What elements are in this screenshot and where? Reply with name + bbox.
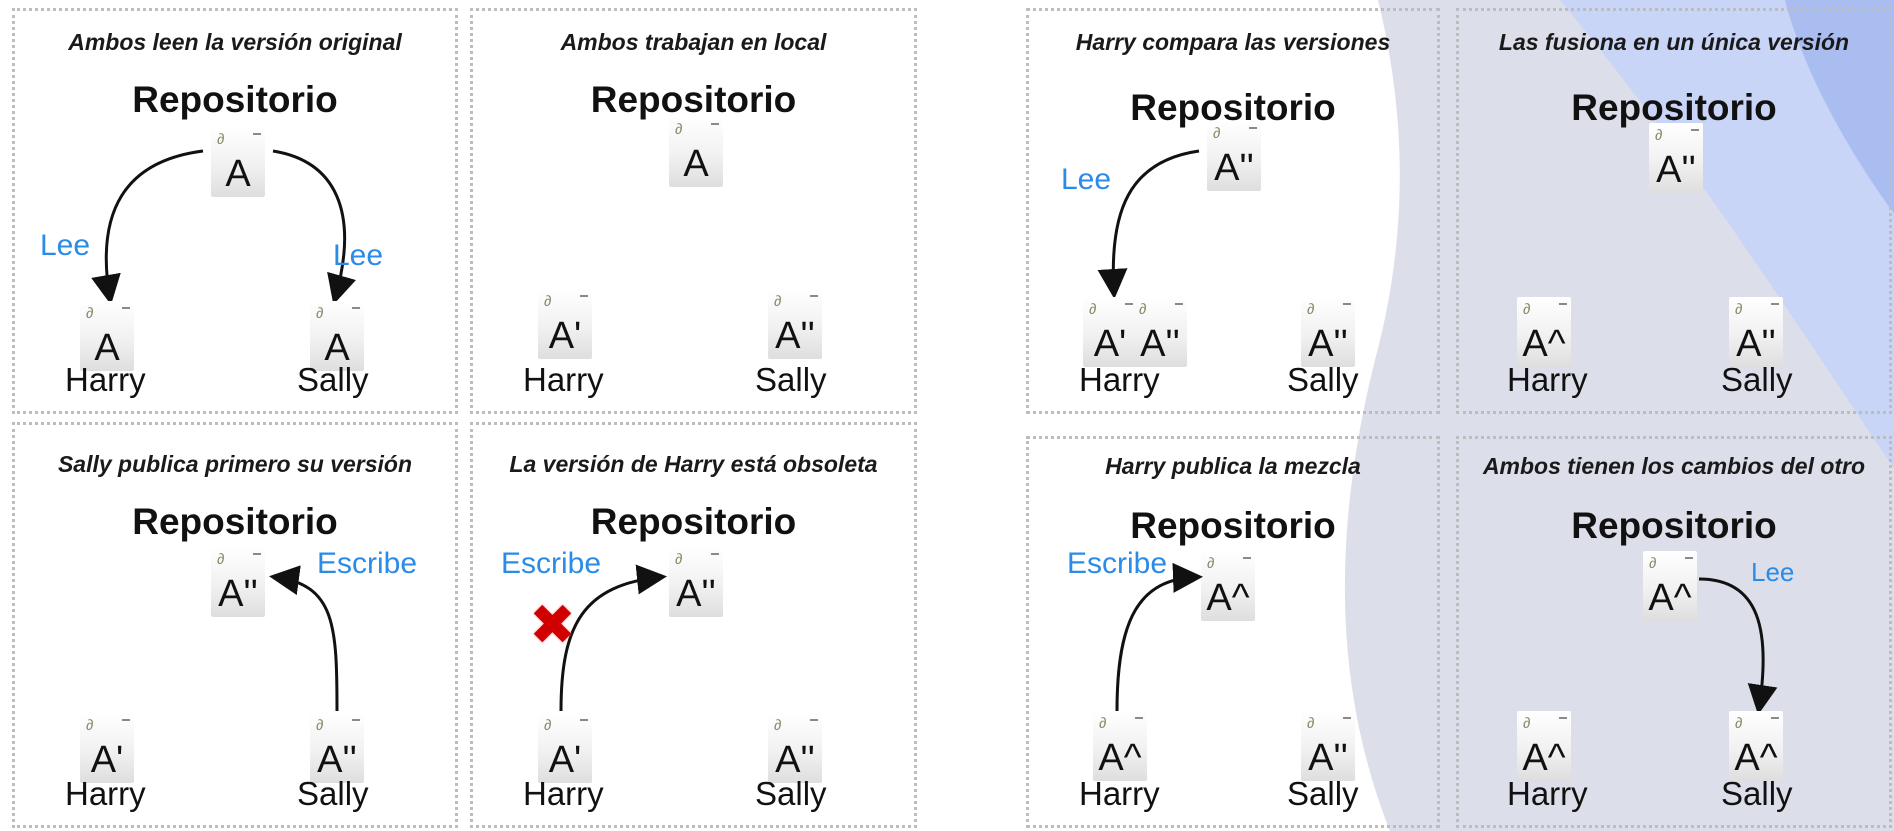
sally-file-icon: ∂A^ — [1729, 711, 1783, 781]
repository-file-icon: ∂A^ — [1201, 551, 1255, 621]
sally-label: Sally — [297, 361, 369, 398]
panel-caption: Las fusiona en un única versión — [1498, 29, 1850, 55]
repository-title: Repositorio — [590, 79, 797, 120]
file-version: A'' — [1736, 323, 1776, 365]
write-arrow — [1115, 562, 1203, 712]
repository-title: Repositorio — [1571, 87, 1777, 128]
panel-step-5: Harry compara las versiones Repositorio … — [1026, 8, 1440, 414]
sally-label: Sally — [1721, 775, 1793, 812]
sally-label: Sally — [755, 775, 827, 812]
repository-file-icon: ∂A — [211, 127, 265, 197]
file-version: A'' — [1214, 147, 1254, 189]
file-version: A — [324, 327, 350, 369]
panel-caption: Ambos trabajan en local — [560, 29, 827, 55]
error-x-icon: ✖ — [529, 593, 576, 656]
file-version: A^ — [1098, 737, 1142, 779]
panel-step-2: Ambos trabajan en local Repositorio ∂A ∂… — [470, 8, 917, 414]
repository-title: Repositorio — [590, 501, 797, 542]
file-version: A'' — [775, 739, 815, 781]
harry-file-icon: ∂A^ — [1517, 711, 1571, 781]
file-version: A'' — [1656, 149, 1696, 191]
file-version: A'' — [1308, 737, 1348, 779]
sally-file-icon: ∂A'' — [1301, 297, 1355, 367]
repository-file-icon: ∂A'' — [669, 547, 723, 617]
file-version: A'' — [676, 573, 716, 615]
sally-label: Sally — [1721, 361, 1793, 398]
harry-file-icon: ∂A — [80, 301, 134, 371]
sally-file-icon: ∂A'' — [768, 289, 822, 359]
repository-file-icon: ∂A — [669, 117, 723, 187]
sally-file-icon: ∂A'' — [310, 713, 364, 783]
harry-label: Harry — [65, 775, 146, 812]
panel-caption: Harry compara las versiones — [1075, 29, 1391, 55]
harry-label: Harry — [1507, 361, 1588, 398]
harry-file-icon: ∂A' — [538, 713, 592, 783]
file-version: A — [225, 153, 251, 195]
sally-label: Sally — [1287, 775, 1359, 812]
file-version: A'' — [317, 739, 357, 781]
sally-label: Sally — [755, 361, 827, 398]
panel-step-7: Harry publica la mezcla Repositorio ∂A^ … — [1026, 436, 1440, 828]
lee-label: Lee — [1751, 557, 1795, 587]
harry-file-icon: ∂A^ — [1093, 711, 1147, 781]
file-version: A' — [1093, 323, 1127, 365]
escribe-label: Escribe — [317, 547, 418, 580]
harry-file-icon: ∂A^ — [1517, 297, 1571, 367]
harry-file-icon-2: ∂A'' — [1133, 297, 1187, 367]
escribe-label: Escribe — [501, 547, 602, 580]
panel-step-3: Sally publica primero su versión Reposit… — [12, 422, 458, 828]
repository-title: Repositorio — [1130, 505, 1336, 546]
panel-step-6: Las fusiona en un única versión Reposito… — [1456, 8, 1892, 414]
escribe-label: Escribe — [1067, 547, 1168, 580]
panel-step-4: La versión de Harry está obsoleta Reposi… — [470, 422, 917, 828]
harry-label: Harry — [1507, 775, 1588, 812]
file-version: A' — [548, 315, 582, 357]
file-version: A — [683, 143, 709, 185]
repository-file-icon: ∂A^ — [1643, 551, 1697, 621]
harry-label: Harry — [523, 775, 604, 812]
file-version: A^ — [1522, 737, 1566, 779]
repository-title: Repositorio — [132, 501, 338, 542]
sally-file-icon: ∂A'' — [1729, 297, 1783, 367]
file-version: A^ — [1522, 323, 1566, 365]
lee-label: Lee — [1061, 163, 1112, 196]
file-version: A'' — [775, 315, 815, 357]
panel-caption: Ambos leen la versión original — [68, 29, 402, 55]
repository-title: Repositorio — [132, 79, 338, 120]
file-version: A' — [548, 739, 582, 781]
panel-caption: Sally publica primero su versión — [57, 451, 413, 477]
file-version: A'' — [1140, 323, 1180, 365]
panel-caption: Ambos tienen los cambios del otro — [1482, 453, 1866, 479]
lee-label-left: Lee — [40, 229, 91, 262]
harry-label: Harry — [523, 361, 604, 398]
harry-label: Harry — [65, 361, 146, 398]
file-version: A'' — [1308, 323, 1348, 365]
file-version: A^ — [1206, 577, 1250, 619]
panel-caption: Harry publica la mezcla — [1105, 453, 1361, 479]
sally-file-icon: ∂A'' — [768, 713, 822, 783]
file-version: A^ — [1648, 577, 1692, 619]
sally-file-icon: ∂A — [310, 301, 364, 371]
sally-label: Sally — [1287, 361, 1359, 398]
repository-file-icon: ∂A'' — [1207, 121, 1261, 191]
repository-file-icon: ∂A'' — [211, 547, 265, 617]
harry-file-icon: ∂A' — [1083, 297, 1137, 367]
sally-file-icon: ∂A'' — [1301, 711, 1355, 781]
file-version: A^ — [1734, 737, 1778, 779]
harry-file-icon: ∂A' — [80, 713, 134, 783]
panel-step-8: Ambos tienen los cambios del otro Reposi… — [1456, 436, 1892, 828]
panel-step-1: Ambos leen la versión original Repositor… — [12, 8, 458, 414]
file-version: A' — [90, 739, 124, 781]
repository-title: Repositorio — [1571, 505, 1777, 546]
harry-label: Harry — [1079, 361, 1160, 398]
harry-label: Harry — [1079, 775, 1160, 812]
repository-file-icon: ∂A'' — [1649, 123, 1703, 193]
panel-caption: La versión de Harry está obsoleta — [509, 451, 878, 477]
sally-label: Sally — [297, 775, 369, 812]
harry-file-icon: ∂A' — [538, 289, 592, 359]
file-version: A'' — [218, 573, 258, 615]
file-version: A — [94, 327, 120, 369]
lee-label-right: Lee — [333, 239, 384, 272]
